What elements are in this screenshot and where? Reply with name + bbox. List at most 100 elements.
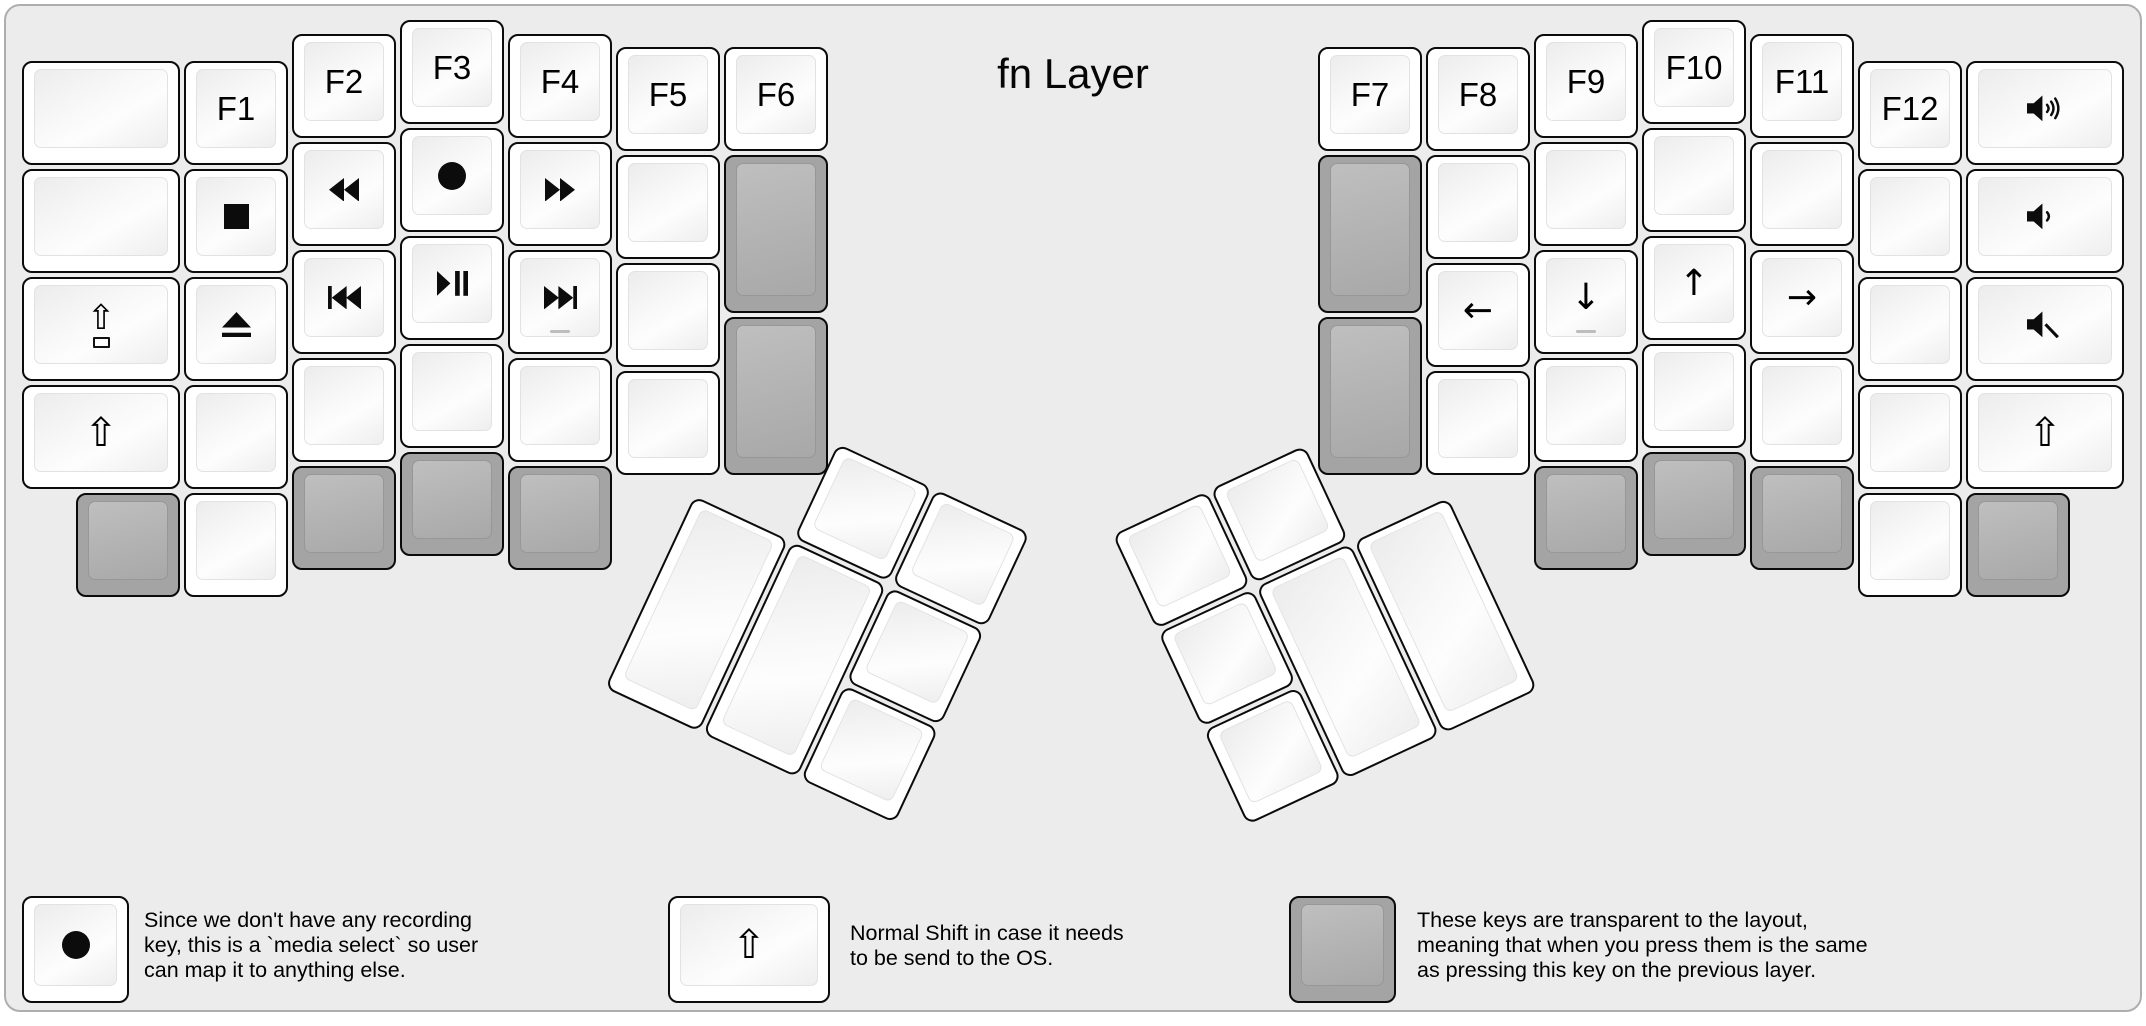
stop-icon <box>223 204 249 229</box>
keycap-surface <box>1438 163 1518 242</box>
key-blank[interactable] <box>184 385 288 489</box>
key-transparent[interactable] <box>400 452 504 556</box>
key-label: F11 <box>1774 62 1830 100</box>
key-f1[interactable]: F1 <box>184 61 288 165</box>
key-volume-down[interactable] <box>1966 169 2124 273</box>
key-blank[interactable] <box>1750 142 1854 246</box>
key-transparent[interactable] <box>724 317 828 475</box>
key-blank[interactable] <box>616 371 720 475</box>
key-blank[interactable] <box>508 358 612 462</box>
key-transparent[interactable] <box>724 155 828 313</box>
keycap-surface <box>1870 501 1950 580</box>
key-blank[interactable] <box>1426 155 1530 259</box>
key-blank[interactable] <box>1858 493 1962 597</box>
key-blank[interactable] <box>1642 128 1746 232</box>
caps-arrow: ⇧ <box>86 298 116 338</box>
keycap-surface <box>1438 379 1518 458</box>
key-blank[interactable] <box>1534 358 1638 462</box>
key-play-pause[interactable] <box>400 236 504 340</box>
keycap-surface <box>196 285 276 364</box>
fast-forward-icon <box>545 177 575 202</box>
key-label: F4 <box>540 62 580 100</box>
keycap-surface: ↓ <box>1546 258 1626 337</box>
key-transparent[interactable] <box>1534 466 1638 570</box>
legend-key-transparent[interactable] <box>1289 896 1396 1003</box>
key-caps[interactable]: ⇧ <box>22 277 180 381</box>
key-fast-forward[interactable] <box>508 142 612 246</box>
key-label: F1 <box>216 89 256 127</box>
legend-key-record[interactable] <box>22 896 129 1003</box>
play-pause-icon <box>436 271 468 296</box>
key-next-track[interactable] <box>508 250 612 354</box>
key-transparent[interactable] <box>1642 452 1746 556</box>
key-stop[interactable] <box>184 169 288 273</box>
key-blank[interactable] <box>1858 169 1962 273</box>
key-transparent[interactable] <box>1318 155 1422 313</box>
key-f6[interactable]: F6 <box>724 47 828 151</box>
key-blank[interactable] <box>22 61 180 165</box>
key-blank[interactable] <box>616 263 720 367</box>
key-shift[interactable]: ⇧ <box>1966 385 2124 489</box>
key-transparent[interactable] <box>508 466 612 570</box>
keycap-surface <box>1654 460 1734 539</box>
key-f4[interactable]: F4 <box>508 34 612 138</box>
key-transparent[interactable] <box>292 466 396 570</box>
key-f8[interactable]: F8 <box>1426 47 1530 151</box>
key-blank[interactable] <box>184 493 288 597</box>
key-blank[interactable] <box>1750 358 1854 462</box>
keycap-surface: ⇧ <box>680 904 818 986</box>
key-f2[interactable]: F2 <box>292 34 396 138</box>
key-volume-up[interactable] <box>1966 61 2124 165</box>
key-prev-track[interactable] <box>292 250 396 354</box>
key-eject[interactable] <box>184 277 288 381</box>
keycap-surface <box>1978 501 2058 580</box>
key-blank[interactable] <box>400 344 504 448</box>
keycap-surface: → <box>1762 258 1842 337</box>
key-blank[interactable] <box>1534 142 1638 246</box>
key-f9[interactable]: F9 <box>1534 34 1638 138</box>
key-arrow-left[interactable]: ← <box>1426 263 1530 367</box>
key-label: F6 <box>756 75 796 113</box>
keycap-surface <box>1762 150 1842 229</box>
keycap-surface: F4 <box>520 42 600 121</box>
key-transparent[interactable] <box>1750 466 1854 570</box>
keycap-surface <box>1546 366 1626 445</box>
key-f11[interactable]: F11 <box>1750 34 1854 138</box>
keycap-surface: ⇧ <box>34 285 168 364</box>
key-blank[interactable] <box>22 169 180 273</box>
keycap-surface <box>811 455 918 562</box>
legend-key-shift[interactable]: ⇧ <box>668 896 830 1003</box>
keycap-surface: F1 <box>196 69 276 148</box>
keycap-surface: F5 <box>628 55 708 134</box>
key-f10[interactable]: F10 <box>1642 20 1746 124</box>
keycap-surface <box>864 599 971 705</box>
key-f5[interactable]: F5 <box>616 47 720 151</box>
key-blank[interactable] <box>1642 344 1746 448</box>
keycap-surface <box>1978 177 2112 256</box>
key-f3[interactable]: F3 <box>400 20 504 124</box>
key-blank[interactable] <box>292 358 396 462</box>
key-record[interactable] <box>400 128 504 232</box>
key-blank[interactable] <box>1858 385 1962 489</box>
key-arrow-up[interactable]: ↑ <box>1642 236 1746 340</box>
volume-mute-icon <box>2026 311 2064 339</box>
legend-note-media-select: Since we don't have any recording key, t… <box>144 908 479 982</box>
key-blank[interactable] <box>616 155 720 259</box>
key-arrow-right[interactable]: → <box>1750 250 1854 354</box>
key-f12[interactable]: F12 <box>1858 61 1962 165</box>
key-transparent[interactable] <box>1318 317 1422 475</box>
key-transparent[interactable] <box>76 493 180 597</box>
key-arrow-down[interactable]: ↓ <box>1534 250 1638 354</box>
key-volume-mute[interactable] <box>1966 277 2124 381</box>
key-blank[interactable] <box>1858 277 1962 381</box>
key-shift[interactable]: ⇧ <box>22 385 180 489</box>
keycap-surface <box>1978 285 2112 364</box>
key-blank[interactable] <box>1426 371 1530 475</box>
keycap-surface <box>1546 474 1626 553</box>
keycap-surface <box>520 150 600 229</box>
key-rewind[interactable] <box>292 142 396 246</box>
keycap-surface <box>412 352 492 431</box>
key-transparent[interactable] <box>1966 493 2070 597</box>
key-f7[interactable]: F7 <box>1318 47 1422 151</box>
